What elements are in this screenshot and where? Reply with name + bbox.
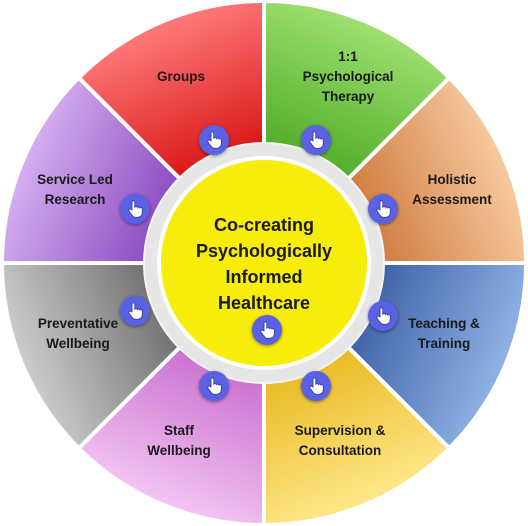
pointing-hand-icon bbox=[128, 302, 143, 320]
pointing-hand-icon bbox=[128, 200, 143, 218]
staff-button[interactable] bbox=[199, 371, 229, 401]
therapy-button[interactable] bbox=[301, 125, 331, 155]
pointing-hand-icon bbox=[260, 321, 275, 339]
pointing-hand-icon bbox=[309, 131, 324, 149]
pointing-hand-icon bbox=[207, 131, 222, 149]
holistic-button[interactable] bbox=[368, 194, 398, 224]
center-title: Co-creating Psychologically Informed Hea… bbox=[195, 215, 333, 313]
supervision-button[interactable] bbox=[301, 371, 331, 401]
pointing-hand-icon bbox=[376, 307, 391, 325]
pointing-hand-icon bbox=[309, 377, 324, 395]
center-button[interactable] bbox=[252, 315, 282, 345]
groups-button[interactable] bbox=[199, 125, 229, 155]
pointing-hand-icon bbox=[207, 377, 222, 395]
preventative-button[interactable] bbox=[120, 296, 150, 326]
teaching-button[interactable] bbox=[368, 301, 398, 331]
research-button[interactable] bbox=[120, 194, 150, 224]
pointing-hand-icon bbox=[376, 200, 391, 218]
center-circle bbox=[157, 156, 371, 370]
